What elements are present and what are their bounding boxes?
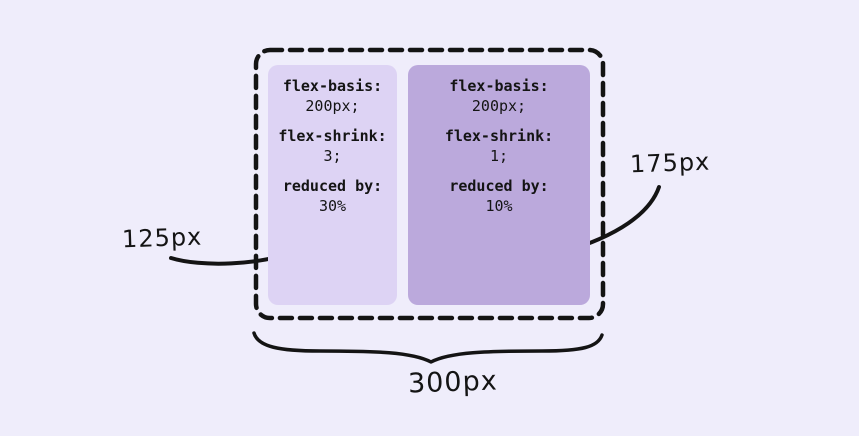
prop-flex-shrink: flex-shrink: 3; xyxy=(268,126,397,166)
prop-value: 30% xyxy=(318,197,347,215)
prop-flex-shrink: flex-shrink: 1; xyxy=(408,126,590,166)
prop-reduced-by: reduced by: 10% xyxy=(408,176,590,216)
prop-label: reduced by: xyxy=(282,177,383,195)
prop-flex-basis: flex-basis: 200px; xyxy=(408,76,590,116)
flex-item-right: flex-basis: 200px; flex-shrink: 1; reduc… xyxy=(408,65,590,305)
right-item-width-label: 175px xyxy=(629,147,711,179)
total-width-brace xyxy=(252,331,604,364)
prop-label: flex-basis: xyxy=(449,77,549,95)
flex-item-left: flex-basis: 200px; flex-shrink: 3; reduc… xyxy=(268,65,397,305)
prop-value: 1; xyxy=(489,147,509,165)
container-total-width-label: 300px xyxy=(407,365,499,400)
left-item-width-label: 125px xyxy=(121,222,203,254)
prop-label: reduced by: xyxy=(449,177,549,195)
prop-value: 3; xyxy=(323,147,342,165)
prop-label: flex-shrink: xyxy=(444,127,554,145)
prop-value: 200px; xyxy=(471,97,527,115)
prop-reduced-by: reduced by: 30% xyxy=(268,176,397,216)
prop-label: flex-shrink: xyxy=(278,127,387,145)
prop-value: 10% xyxy=(485,197,513,215)
prop-label: flex-basis: xyxy=(282,77,383,95)
prop-flex-basis: flex-basis: 200px; xyxy=(268,76,397,116)
prop-value: 200px; xyxy=(305,97,360,115)
